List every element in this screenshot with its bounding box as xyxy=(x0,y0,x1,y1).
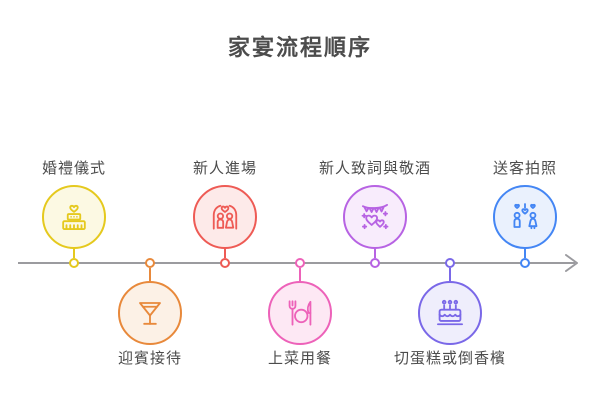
connector-stem xyxy=(224,249,226,258)
cutlery-plate-icon xyxy=(288,300,312,326)
timeline-item-cake-champagne: 切蛋糕或倒香檳 xyxy=(370,0,530,404)
timeline-node xyxy=(69,258,79,268)
step-label: 送客拍照 xyxy=(492,159,557,177)
birthday-cake-icon xyxy=(437,299,463,326)
connector-stem xyxy=(299,268,301,281)
step-bubble xyxy=(193,185,257,249)
timeline-item-couple-entrance: 新人進場 xyxy=(145,0,305,404)
step-bubble xyxy=(268,281,332,345)
cocktail-icon xyxy=(139,302,161,325)
timeline-item-guest-reception: 迎賓接待 xyxy=(70,0,230,404)
step-label: 迎賓接待 xyxy=(117,349,182,367)
step-bubble xyxy=(118,281,182,345)
timeline-item-speech-toast: 新人致詞與敬酒 xyxy=(295,0,455,404)
timeline-node xyxy=(370,258,380,268)
step-bubble xyxy=(42,185,106,249)
connector-stem xyxy=(73,249,75,258)
step-label: 上菜用餐 xyxy=(267,349,332,367)
timeline-node xyxy=(520,258,530,268)
timeline-node xyxy=(145,258,155,268)
page-title: 家宴流程順序 xyxy=(227,36,372,61)
step-bubble xyxy=(343,185,407,249)
step-label: 新人進場 xyxy=(192,159,257,177)
connector-stem xyxy=(524,249,526,258)
wedding-cake-icon xyxy=(62,204,86,230)
party-hearts-icon xyxy=(361,204,389,230)
step-bubble xyxy=(493,185,557,249)
step-label: 切蛋糕或倒香檳 xyxy=(393,349,506,367)
timeline-node xyxy=(295,258,305,268)
timeline-node xyxy=(220,258,230,268)
connector-stem xyxy=(149,268,151,281)
couple-arch-icon xyxy=(212,204,238,230)
step-label: 新人致詞與敬酒 xyxy=(318,159,431,177)
timeline-item-meal-service: 上菜用餐 xyxy=(220,0,380,404)
timeline-item-wedding-ceremony: 婚禮儀式 xyxy=(0,0,154,404)
couple-hearts-icon xyxy=(513,203,538,230)
step-label: 婚禮儀式 xyxy=(41,159,106,177)
timeline-node xyxy=(445,258,455,268)
connector-stem xyxy=(374,249,376,258)
arrow-head-icon xyxy=(565,254,578,272)
step-bubble xyxy=(418,281,482,345)
connector-stem xyxy=(449,268,451,281)
timeline-item-farewell-photos: 送客拍照 xyxy=(445,0,600,404)
